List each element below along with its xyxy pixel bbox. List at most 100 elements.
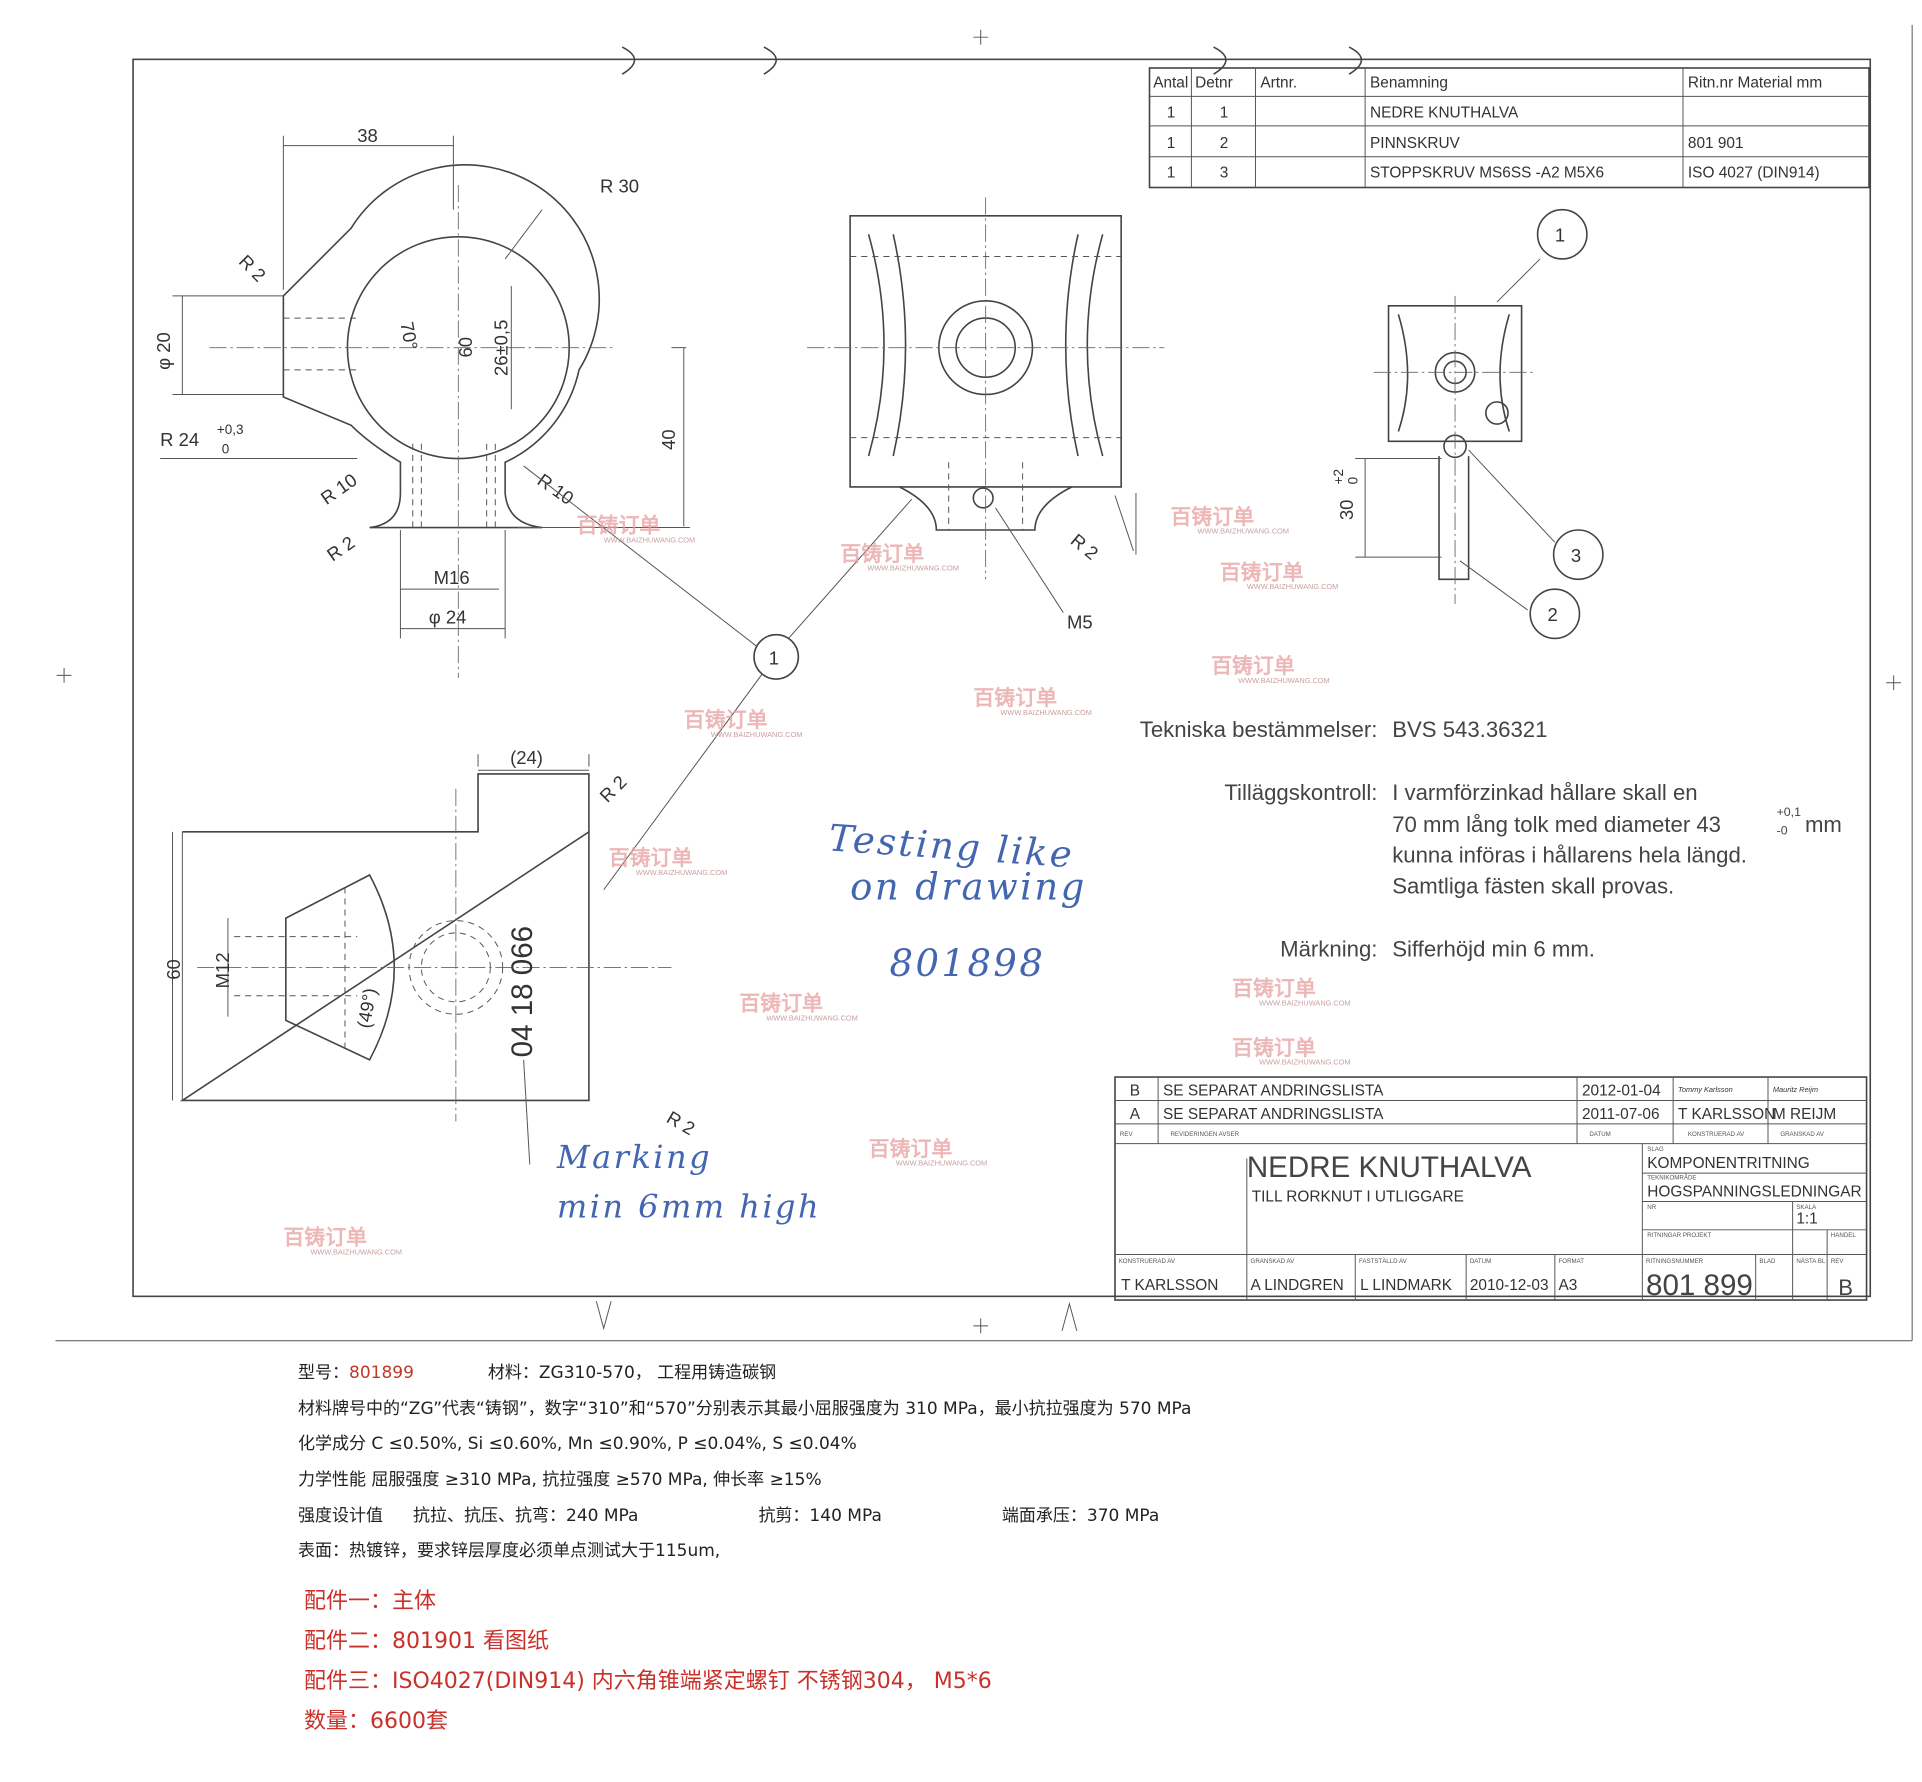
tillagg-unit: mm — [1805, 812, 1842, 837]
rev-checker: M REIJM — [1773, 1106, 1836, 1123]
quantity: 数量：6600套 — [304, 1709, 448, 1734]
parts-list-table: Antal Detnr Artnr. Benamning Ritn.nr Mat… — [1148, 67, 1870, 189]
rev-letter: B — [1130, 1083, 1140, 1100]
tillagg-line: 70 mm lång tolk med diameter 43 — [1392, 812, 1721, 837]
drawing-number: 801 899 — [1646, 1269, 1753, 1302]
label-faststalld-av: FASTSTÄLLD AV — [1359, 1258, 1408, 1265]
dim-40: 40 — [658, 429, 679, 450]
cell-detnr: 1 — [1220, 104, 1229, 121]
cell-benamning: STOPPSKRUV MS6SS -A2 M5X6 — [1370, 165, 1604, 182]
parts-row: 1 1 NEDRE KNUTHALVA — [1167, 104, 1519, 121]
watermark-url: WWW.BAIZHUWANG.COM — [896, 1159, 988, 1168]
watermark-url: WWW.BAIZHUWANG.COM — [867, 564, 959, 573]
part-marking-text: 04 18 066 — [506, 926, 539, 1057]
label-datum: DATUM — [1470, 1258, 1491, 1265]
watermark-brand: 百铸订单 — [1211, 654, 1295, 678]
balloon-1: 1 — [769, 647, 779, 668]
drawing-revision: B — [1838, 1275, 1853, 1300]
mechanical-properties: 力学性能 屈服强度 ≥310 MPa, 抗拉强度 ≥570 MPa, 伸长率 ≥… — [298, 1470, 822, 1491]
checker: A LINDGREN — [1251, 1277, 1344, 1294]
component-list: 配件一：主体 配件二：801901 看图纸 配件三：ISO4027(DIN914… — [304, 1582, 992, 1742]
cell-ritnr: ISO 4027 (DIN914) — [1688, 165, 1820, 182]
handwritten-marking: min 6mm high — [557, 1187, 821, 1225]
view-front: 38 R 30 R 2 φ 20 70° 60 26±0,5 40 R 24 +… — [153, 125, 690, 678]
balloon-1-right: 1 — [1555, 225, 1565, 246]
drawing-format: A3 — [1559, 1277, 1578, 1294]
tillagg-line: I varmförzinkad hållare skall en — [1392, 780, 1697, 805]
cell-ritnr: 801 901 — [1688, 135, 1744, 152]
handwritten-marking: Marking — [556, 1138, 712, 1176]
material: 材料：ZG310-570， 工程用铸造碳钢 — [487, 1363, 777, 1383]
parts-header-ritnr: Ritn.nr Material mm — [1688, 75, 1822, 92]
balloon-3: 3 — [1571, 545, 1581, 566]
label-format: FORMAT — [1559, 1258, 1585, 1265]
parts-header-benamning: Benamning — [1370, 75, 1448, 92]
parts-header-artnr: Artnr. — [1260, 75, 1297, 92]
designer: T KARLSSON — [1121, 1277, 1218, 1294]
scale-value: 1:1 — [1796, 1211, 1817, 1228]
cell-detnr: 2 — [1220, 135, 1229, 152]
watermark-url: WWW.BAIZHUWANG.COM — [1259, 999, 1351, 1008]
approver: L LINDMARK — [1360, 1277, 1453, 1294]
dim-m16: M16 — [434, 567, 470, 588]
design-tension: 抗拉、抗压、抗弯：240 MPa — [413, 1505, 639, 1526]
cell-antal: 1 — [1167, 135, 1176, 152]
watermark-url: WWW.BAIZHUWANG.COM — [711, 730, 803, 739]
handwritten-line: 801898 — [890, 942, 1046, 985]
label-ritningsnummer: RITNINGSNUMMER — [1646, 1258, 1704, 1265]
watermark-brand: 百铸订单 — [577, 513, 661, 537]
cell-benamning: PINNSKRUV — [1370, 135, 1461, 152]
design-bearing: 端面承压：370 MPa — [1001, 1505, 1160, 1526]
tekniska-value: BVS 543.36321 — [1392, 717, 1547, 742]
component-2: 配件二：801901 看图纸 — [304, 1629, 549, 1654]
rev-checker-signature: Mauritz Reijm — [1773, 1085, 1818, 1094]
label-projekt: RITNINGAR PROJEKT — [1647, 1232, 1711, 1239]
dim-r10-left: R 10 — [317, 469, 361, 509]
tillagg-line: Samtliga fästen skall provas. — [1392, 873, 1674, 898]
label-handel: HANDEL — [1831, 1232, 1857, 1239]
rev-designer: T KARLSSON — [1678, 1106, 1775, 1123]
dim-30: 30 — [1336, 500, 1357, 521]
parts-header-antal: Antal — [1153, 75, 1188, 92]
rev-date: 2012-01-04 — [1582, 1083, 1661, 1100]
parts-row: 1 3 STOPPSKRUV MS6SS -A2 M5X6 ISO 4027 (… — [1167, 165, 1820, 182]
balloon-2: 2 — [1547, 604, 1557, 625]
watermark-brand: 百铸订单 — [739, 992, 823, 1016]
dim-r2-bottom-right: R 2 — [663, 1107, 698, 1140]
rev-description: SE SEPARAT ANDRINGSLISTA — [1163, 1106, 1384, 1123]
watermark-url: WWW.BAIZHUWANG.COM — [1247, 582, 1338, 591]
watermark-url: WWW.BAIZHUWANG.COM — [1238, 676, 1330, 685]
watermark-url: WWW.BAIZHUWANG.COM — [310, 1247, 402, 1256]
label-revideringen: REVIDERINGEN AVSER — [1170, 1131, 1239, 1138]
label-slag: SLAG — [1647, 1146, 1664, 1153]
design-label: 强度设计值 — [298, 1505, 383, 1526]
label-skala: SKALA — [1796, 1204, 1817, 1211]
label-nr: NR — [1647, 1204, 1656, 1211]
watermark-brand: 百铸订单 — [684, 708, 768, 732]
label-teknikomrade: TEKNIKOMRÅDE — [1647, 1174, 1696, 1181]
label-datum: DATUM — [1589, 1131, 1610, 1138]
dim-m5: M5 — [1067, 612, 1093, 633]
drawing-type: KOMPONENTRITNING — [1647, 1155, 1809, 1172]
rev-letter: A — [1130, 1106, 1141, 1123]
dim-60: 60 — [455, 337, 476, 358]
cell-antal: 1 — [1167, 104, 1176, 121]
rev-date: 2011-07-06 — [1582, 1106, 1660, 1123]
dim-r2-bottom: R 2 — [323, 532, 359, 566]
watermark-brand: 百铸订单 — [840, 542, 924, 566]
tillagg-label: Tilläggskontroll: — [1224, 780, 1377, 805]
watermark-brand: 百铸订单 — [1232, 977, 1316, 1001]
label-nasta-blad: NÄSTA BL — [1796, 1258, 1826, 1265]
dim-phi20: φ 20 — [153, 332, 174, 370]
watermark-url: WWW.BAIZHUWANG.COM — [1259, 1058, 1351, 1067]
label-granskad-av: GRANSKAD AV — [1251, 1258, 1296, 1265]
rev-description: SE SEPARAT ANDRINGSLISTA — [1163, 1083, 1384, 1100]
dim-r2-side: R 2 — [1067, 529, 1103, 564]
watermark-brand: 百铸订单 — [869, 1137, 953, 1161]
rev-designer-signature: Tommy Karlsson — [1678, 1085, 1733, 1094]
watermark-url: WWW.BAIZHUWANG.COM — [604, 535, 696, 544]
